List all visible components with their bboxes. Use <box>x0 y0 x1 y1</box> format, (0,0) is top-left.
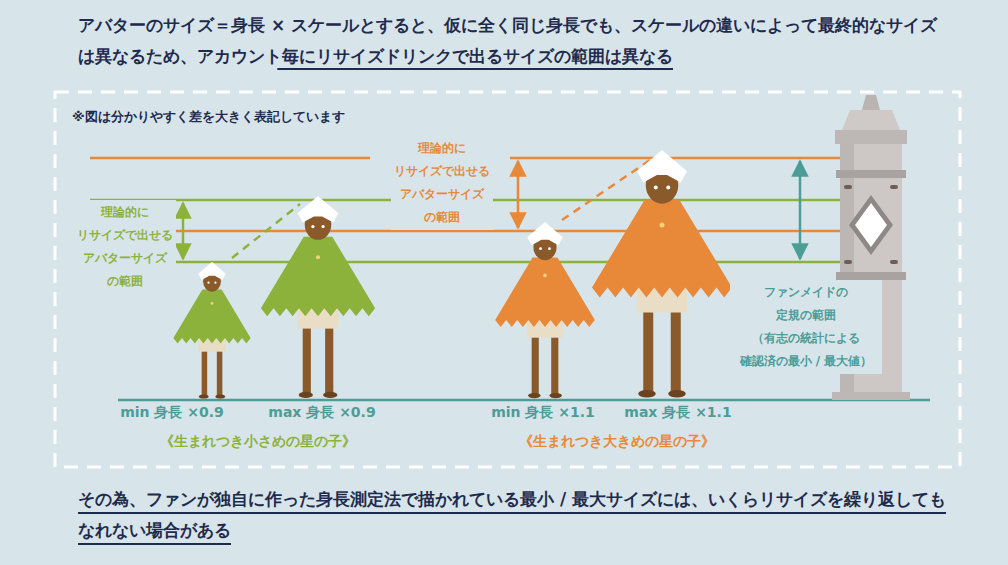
scale-label: min 身長 ×0.9 <box>120 404 224 422</box>
scale-label: min 身長 ×1.1 <box>491 404 595 422</box>
dashed-frame <box>55 92 960 467</box>
scale-label: max 身長 ×1.1 <box>624 404 731 422</box>
sky-child <box>173 262 250 399</box>
sky-child <box>261 196 375 398</box>
ruler-range-label: ファンメイドの 定規の範囲 （有志の統計による 確認済の最小 / 最大値） <box>730 280 882 374</box>
level-lines <box>90 158 930 400</box>
note: ※図は分かりやすく差を大きく表記しています <box>72 108 345 126</box>
heading: アバターのサイズ＝身長 × スケールとすると、仮に全く同じ身長でも、スケールの違… <box>78 10 938 72</box>
range-label: 理論的に リサイズで出せる アバターサイズ の範囲 <box>391 136 493 230</box>
group-label: 《生まれつき小さめの星の子》 <box>160 433 356 451</box>
range-label: 理論的に リサイズで出せる アバターサイズ の範囲 <box>74 200 176 294</box>
sky-child <box>592 150 732 398</box>
sky-child <box>495 222 595 398</box>
underlines <box>277 69 673 70</box>
scale-label: max 身長 ×0.9 <box>268 404 375 422</box>
group-label: 《生まれつき大きめの星の子》 <box>519 433 715 451</box>
caption: その為、ファンが独自に作った身長測定法で描かれている最小 / 最大サイズには、い… <box>78 484 948 546</box>
underline <box>277 68 673 70</box>
